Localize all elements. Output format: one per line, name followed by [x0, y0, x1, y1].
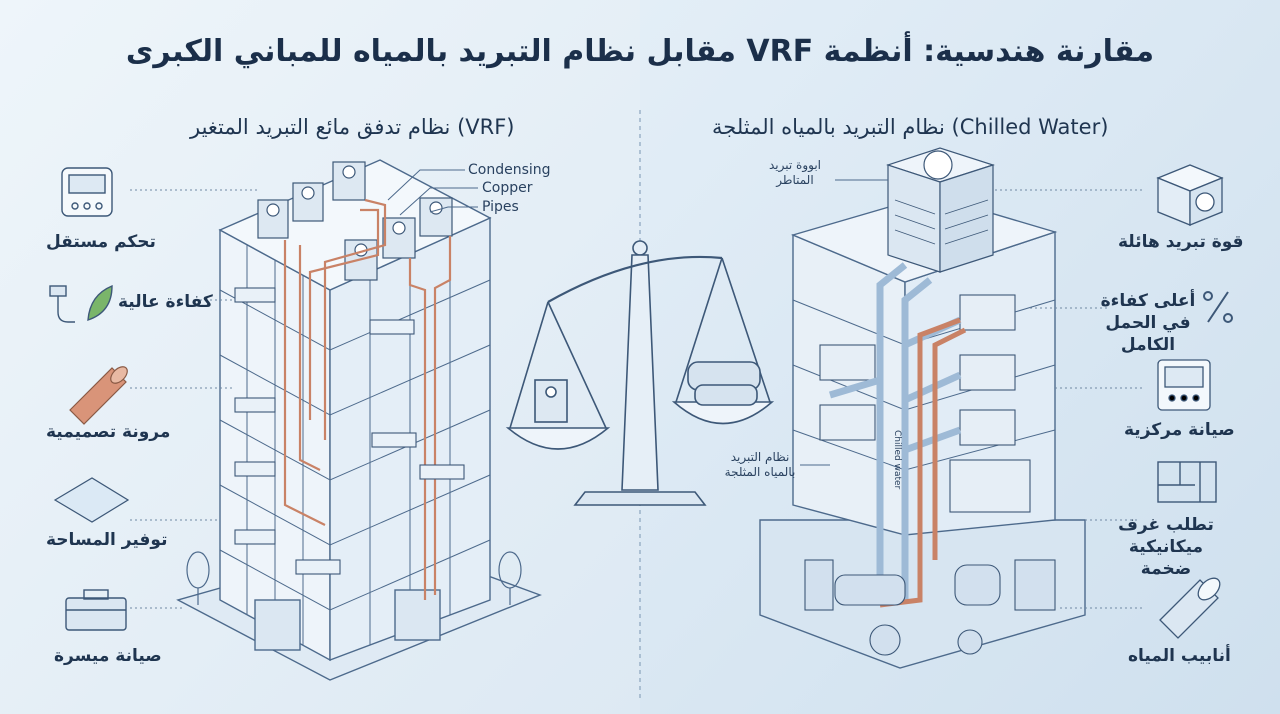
toolbox-icon [65, 589, 127, 631]
vrf-callout-lines [387, 169, 478, 216]
vrf-feature-design-flexibility: مرونة تصميمية [46, 422, 171, 442]
chiller-plant [804, 559, 1056, 656]
vrf-callout-condensing: Condensing [468, 162, 551, 178]
chilled-callout-lines [800, 179, 888, 466]
vrf-callout-pipes: Pipes [482, 199, 519, 215]
chilled-feature-full-load-efficiency: أعلى كفاءة في الحمل الكامل [1100, 291, 1196, 355]
percent-icon [1203, 291, 1233, 323]
control-panel-icon [1157, 359, 1211, 411]
vrf-copper-pipes [283, 198, 452, 600]
vrf-condensing-units [257, 161, 453, 281]
vrf-feature-connectors [130, 189, 260, 609]
chilled-feature-water-pipes: أنابيب المياه [1128, 646, 1231, 666]
page-title: مقارنة هندسية: أنظمة VRF مقابل نظام التب… [125, 34, 1155, 69]
air-handling-units [819, 294, 1031, 513]
vrf-feature-easy-maintenance: صيانة ميسرة [54, 646, 162, 666]
vrf-feature-high-efficiency: كفاءة عالية [118, 292, 213, 312]
vrf-building [176, 159, 542, 681]
vrf-heading: نظام تدفق مائع التبريد المتغير (VRF) [190, 115, 515, 139]
balance-scale-icon [505, 240, 775, 506]
chilled-system-label: نظام التبريد بالمياه المثلجة [724, 450, 796, 479]
vrf-feature-space-saving: توفير المساحة [46, 530, 168, 550]
cooling-tower-label: ابووة تبريد المتاطر [769, 158, 821, 187]
thermostat-icon [61, 167, 113, 217]
chilled-feature-mechanical-rooms: تطلب غرف ميكانيكية ضخمة [1118, 515, 1214, 579]
vrf-indoor-units [234, 287, 465, 575]
vrf-feature-independent-control: تحكم مستقل [46, 232, 156, 252]
copper-pipe-icon [69, 366, 128, 425]
chilled-feature-connectors [995, 189, 1145, 609]
chilled-pipe-label: Chilled water [892, 430, 902, 490]
chilled-feature-central-maintenance: صيانة مركزية [1124, 420, 1235, 440]
chilled-heading: نظام التبريد بالمياه المثلجة (Chilled Wa… [712, 115, 1109, 139]
plug-leaf-icon [49, 284, 113, 323]
chilled-feature-cooling-power: قوة تبريد هائلة [1118, 232, 1244, 252]
ice-fan-icon [1156, 164, 1224, 226]
water-pipe-icon [1159, 577, 1221, 639]
vrf-callout-copper: Copper [482, 180, 533, 196]
floor-plate-icon [53, 477, 130, 523]
tree-icon [186, 551, 522, 605]
cooling-tower-icon [886, 147, 995, 273]
floor-plan-icon [1157, 461, 1217, 503]
